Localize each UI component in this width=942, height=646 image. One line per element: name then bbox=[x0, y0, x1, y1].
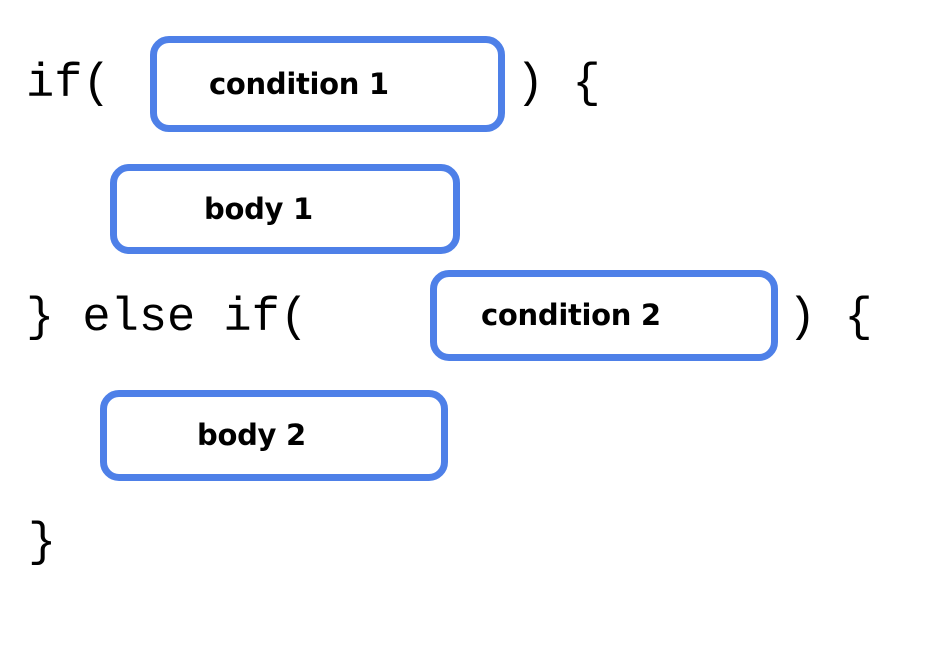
code-if-open: if( bbox=[26, 58, 111, 111]
code-closing-brace: } bbox=[28, 517, 57, 570]
slot-condition-1[interactable]: condition 1 bbox=[150, 36, 505, 132]
code-if-close-paren-brace: ) { bbox=[516, 58, 601, 111]
slot-body-2[interactable]: body 2 bbox=[100, 390, 448, 481]
slot-condition-2-label: condition 2 bbox=[481, 298, 661, 332]
slot-body-1-label: body 1 bbox=[204, 191, 313, 226]
code-else-if-close-paren-brace: ) { bbox=[788, 292, 873, 345]
slot-body-2-label: body 2 bbox=[197, 418, 306, 452]
code-else-if-open: } else if( bbox=[26, 292, 309, 345]
slot-condition-1-label: condition 1 bbox=[209, 66, 389, 101]
slot-condition-2[interactable]: condition 2 bbox=[430, 270, 778, 361]
slot-body-1[interactable]: body 1 bbox=[110, 164, 460, 254]
